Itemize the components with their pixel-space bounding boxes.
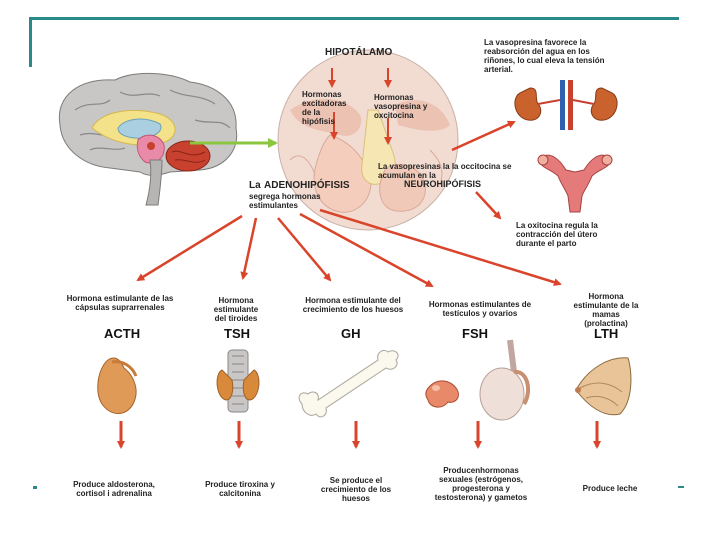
effect-arrows bbox=[117, 421, 601, 449]
hormone-code-gh: GH bbox=[341, 326, 361, 341]
adenohypophysis-name: ADENOHIPÓFISIS bbox=[264, 180, 350, 191]
thyroid-illustration bbox=[216, 349, 260, 413]
releasing-hormones-label: Hormonas excitadoras de la hipófisis bbox=[302, 90, 347, 126]
arrow-to-kidneys bbox=[451, 120, 516, 152]
hormone-effect-gh: Se produce el crecimiento de los huesos bbox=[320, 476, 392, 503]
pituitary-circle bbox=[277, 49, 459, 231]
oxytocin-effect-text: La oxitocina regula la contracción del ú… bbox=[516, 221, 598, 248]
brain-illustration bbox=[58, 72, 238, 206]
hormone-code-lth: LTH bbox=[594, 326, 619, 341]
hypothalamus-title: HIPOTÁLAMO bbox=[325, 47, 393, 58]
hormone-name-tsh: Hormona estimulante del tiroides bbox=[213, 296, 259, 323]
hormone-name-acth: Hormona estimulante de las cápsulas supr… bbox=[66, 294, 174, 312]
vasopressin-effect-text: La vasopresina favorece la reabsorción d… bbox=[484, 38, 605, 74]
hormone-name-fsh: Hormonas estimulantes de testículos y ov… bbox=[428, 300, 532, 318]
hormone-name-lth: Hormona estimulante de la mamas (prolact… bbox=[573, 292, 639, 328]
hormone-effect-fsh: Producenhormonas sexuales (estrógenos, p… bbox=[434, 466, 528, 502]
frame-top-border bbox=[29, 17, 679, 20]
hormone-code-tsh: TSH bbox=[224, 326, 250, 341]
adrenal-gland-illustration bbox=[97, 357, 138, 414]
hormone-effect-tsh: Produce tiroxina y calcitonina bbox=[205, 480, 275, 498]
hormone-name-gh: Hormona estimulante del crecimiento de l… bbox=[302, 296, 404, 314]
adenohypophysis-prefix: La bbox=[249, 180, 261, 191]
uterus-illustration bbox=[537, 154, 613, 213]
neurohypophysis-label: NEUROHIPÓFISIS bbox=[404, 179, 482, 189]
accumulation-label: La vasopresinas la la occitocina se acum… bbox=[378, 162, 512, 180]
hormone-arrows bbox=[136, 208, 562, 288]
adenohypophysis-desc: segrega hormonas estimulantes bbox=[249, 192, 321, 210]
frame-left-border bbox=[29, 17, 32, 67]
breast-illustration bbox=[575, 357, 632, 416]
bone-illustration bbox=[298, 349, 399, 418]
frame-corner-mark-left bbox=[33, 486, 37, 489]
arrow-to-uterus bbox=[475, 191, 502, 220]
frame-corner-mark-right bbox=[678, 486, 684, 488]
gonads-illustration bbox=[425, 339, 531, 421]
hormone-effect-acth: Produce aldosterona, cortisol i adrenali… bbox=[73, 480, 155, 498]
hormone-effect-lth: Produce leche bbox=[582, 484, 638, 493]
hormone-code-fsh: FSH bbox=[462, 326, 488, 341]
hormone-code-acth: ACTH bbox=[104, 326, 141, 341]
kidneys-illustration bbox=[514, 80, 618, 130]
vasopressin-oxytocin-label: Hormonas vasopresina y oxcitocina bbox=[374, 93, 428, 120]
